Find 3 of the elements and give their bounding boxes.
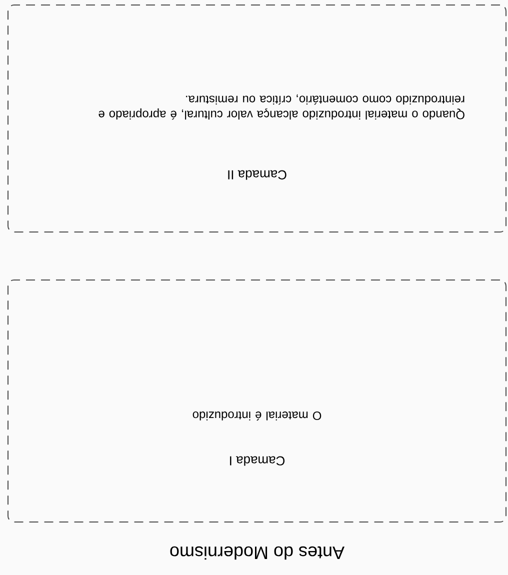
dashed-box: Camada I O material é introduzido (8, 280, 506, 522)
title: Antes do Modernismo (170, 546, 344, 560)
dashed-box: Camada II Quando o material introduzido alcança valor cultural, é apropriado e reintroduzido como comentário, crítica ou remistura. (8, 4, 506, 232)
